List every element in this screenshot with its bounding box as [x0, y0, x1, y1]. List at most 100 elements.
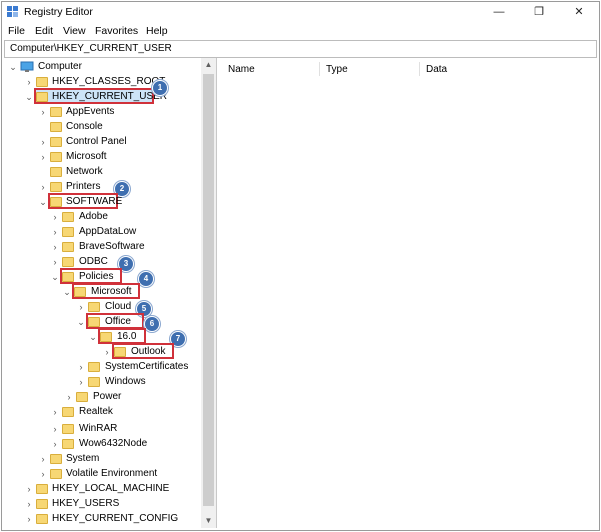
- tree-node-policies-microsoft[interactable]: ⌄ Microsoft: [4, 283, 200, 299]
- chevron-right-icon[interactable]: ›: [41, 454, 45, 464]
- minimize-button[interactable]: —: [493, 6, 505, 18]
- tree-node-hkey-local-machine[interactable]: › HKEY_LOCAL_MACHINE: [4, 482, 200, 496]
- menu-help[interactable]: Help: [146, 25, 168, 37]
- scroll-down-arrow-icon[interactable]: ▼: [204, 516, 213, 525]
- tree-node-outlook[interactable]: › Outlook: [4, 343, 200, 359]
- column-header-type[interactable]: Type: [326, 64, 348, 75]
- chevron-right-icon[interactable]: ›: [53, 439, 57, 449]
- chevron-right-icon[interactable]: ›: [41, 182, 45, 192]
- tree-label: Network: [66, 166, 103, 177]
- chevron-right-icon[interactable]: ›: [27, 514, 31, 524]
- chevron-right-icon[interactable]: ›: [67, 392, 71, 402]
- tree-node-system[interactable]: › System: [4, 452, 200, 466]
- column-divider[interactable]: [419, 62, 420, 76]
- chevron-right-icon[interactable]: ›: [79, 302, 83, 312]
- step-badge-2: 2: [114, 181, 130, 197]
- tree-node-appdatalow[interactable]: › AppDataLow: [4, 225, 200, 239]
- chevron-right-icon[interactable]: ›: [41, 469, 45, 479]
- folder-icon: [36, 514, 48, 524]
- tree-node-hkey-current-user[interactable]: ⌄ HKEY_CURRENT_USER: [4, 88, 200, 104]
- column-divider[interactable]: [319, 62, 320, 76]
- address-bar[interactable]: Computer\HKEY_CURRENT_USER: [4, 40, 597, 58]
- chevron-right-icon[interactable]: ›: [53, 242, 57, 252]
- folder-icon: [50, 197, 62, 207]
- menu-edit[interactable]: Edit: [35, 25, 54, 37]
- tree-label: Outlook: [131, 346, 166, 357]
- folder-icon: [100, 332, 112, 342]
- folder-icon: [62, 439, 74, 449]
- folder-icon: [62, 257, 74, 267]
- tree-node-systemcertificates[interactable]: › SystemCertificates: [4, 360, 200, 374]
- chevron-right-icon[interactable]: ›: [79, 362, 83, 372]
- chevron-right-icon[interactable]: ›: [41, 107, 45, 117]
- close-button[interactable]: ✕: [574, 6, 584, 18]
- scroll-thumb[interactable]: [203, 74, 214, 506]
- chevron-down-icon[interactable]: ⌄: [63, 287, 71, 297]
- tree-node-network[interactable]: Network: [4, 165, 200, 179]
- menu-favorites[interactable]: Favorites: [95, 25, 139, 37]
- tree-label: HKEY_USERS: [52, 498, 120, 509]
- chevron-down-icon[interactable]: ⌄: [25, 92, 33, 102]
- folder-icon: [114, 347, 126, 357]
- tree-node-power[interactable]: › Power: [4, 390, 200, 404]
- chevron-right-icon[interactable]: ›: [53, 407, 57, 417]
- tree-scrollbar[interactable]: ▲ ▼: [201, 58, 216, 528]
- tree-node-printers[interactable]: › Printers: [4, 180, 200, 194]
- tree-node-cloud[interactable]: › Cloud: [4, 300, 200, 314]
- folder-icon: [76, 392, 88, 402]
- tree-label: Printers: [66, 181, 101, 192]
- chevron-right-icon[interactable]: ›: [53, 424, 57, 434]
- column-header-name[interactable]: Name: [228, 64, 255, 75]
- tree-node-realtek[interactable]: › Realtek: [4, 405, 200, 419]
- tree-node-computer[interactable]: ⌄ Computer: [4, 60, 200, 74]
- chevron-right-icon[interactable]: ›: [53, 227, 57, 237]
- tree-node-appevents[interactable]: › AppEvents: [4, 105, 200, 119]
- chevron-down-icon[interactable]: ⌄: [77, 317, 85, 327]
- chevron-right-icon[interactable]: ›: [27, 499, 31, 509]
- folder-icon: [36, 499, 48, 509]
- tree-node-software[interactable]: ⌄ SOFTWARE: [4, 193, 200, 209]
- chevron-right-icon[interactable]: ›: [41, 137, 45, 147]
- tree-node-console[interactable]: Console: [4, 120, 200, 134]
- menu-file[interactable]: File: [8, 25, 25, 37]
- chevron-down-icon[interactable]: ⌄: [51, 272, 59, 282]
- chevron-down-icon[interactable]: ⌄: [9, 62, 17, 72]
- folder-icon: [50, 122, 62, 132]
- tree-node-office[interactable]: ⌄ Office: [4, 313, 200, 329]
- column-header-data[interactable]: Data: [426, 64, 448, 75]
- tree-node-odbc[interactable]: › ODBC: [4, 255, 200, 269]
- tree-label: HKEY_LOCAL_MACHINE: [52, 483, 170, 494]
- tree-node-control-panel[interactable]: › Control Panel: [4, 135, 200, 149]
- scroll-up-arrow-icon[interactable]: ▲: [204, 60, 213, 69]
- chevron-right-icon[interactable]: ›: [27, 77, 31, 87]
- folder-icon: [50, 152, 62, 162]
- tree-label: Office: [105, 316, 131, 327]
- tree-label: ODBC: [79, 256, 108, 267]
- chevron-right-icon[interactable]: ›: [27, 484, 31, 494]
- tree-node-volatile-environment[interactable]: › Volatile Environment: [4, 467, 200, 481]
- menu-view[interactable]: View: [63, 25, 86, 37]
- chevron-right-icon[interactable]: ›: [105, 347, 109, 357]
- chevron-right-icon[interactable]: ›: [53, 212, 57, 222]
- tree-node-microsoft[interactable]: › Microsoft: [4, 150, 200, 164]
- tree-label: 16.0: [117, 331, 137, 342]
- tree-node-bravesoftware[interactable]: › BraveSoftware: [4, 240, 200, 254]
- tree-node-hkey-classes-root[interactable]: › HKEY_CLASSES_ROOT: [4, 75, 200, 89]
- tree-node-policies[interactable]: ⌄ Policies: [4, 268, 200, 284]
- tree-node-windows[interactable]: › Windows: [4, 375, 200, 389]
- tree-node-adobe[interactable]: › Adobe: [4, 210, 200, 224]
- chevron-right-icon[interactable]: ›: [79, 377, 83, 387]
- tree-label: Microsoft: [66, 151, 107, 162]
- chevron-down-icon[interactable]: ⌄: [89, 332, 97, 342]
- tree-node-wow6432node[interactable]: › Wow6432Node: [4, 437, 200, 451]
- address-path: Computer\HKEY_CURRENT_USER: [10, 43, 172, 54]
- folder-icon: [36, 484, 48, 494]
- chevron-right-icon[interactable]: ›: [53, 257, 57, 267]
- chevron-right-icon[interactable]: ›: [41, 152, 45, 162]
- tree-node-hkey-users[interactable]: › HKEY_USERS: [4, 497, 200, 511]
- chevron-down-icon[interactable]: ⌄: [39, 197, 47, 207]
- folder-icon: [62, 272, 74, 282]
- tree-node-winrar[interactable]: › WinRAR: [4, 422, 200, 436]
- tree-node-hkey-current-config[interactable]: › HKEY_CURRENT_CONFIG: [4, 512, 200, 526]
- maximize-button[interactable]: ❐: [534, 6, 544, 18]
